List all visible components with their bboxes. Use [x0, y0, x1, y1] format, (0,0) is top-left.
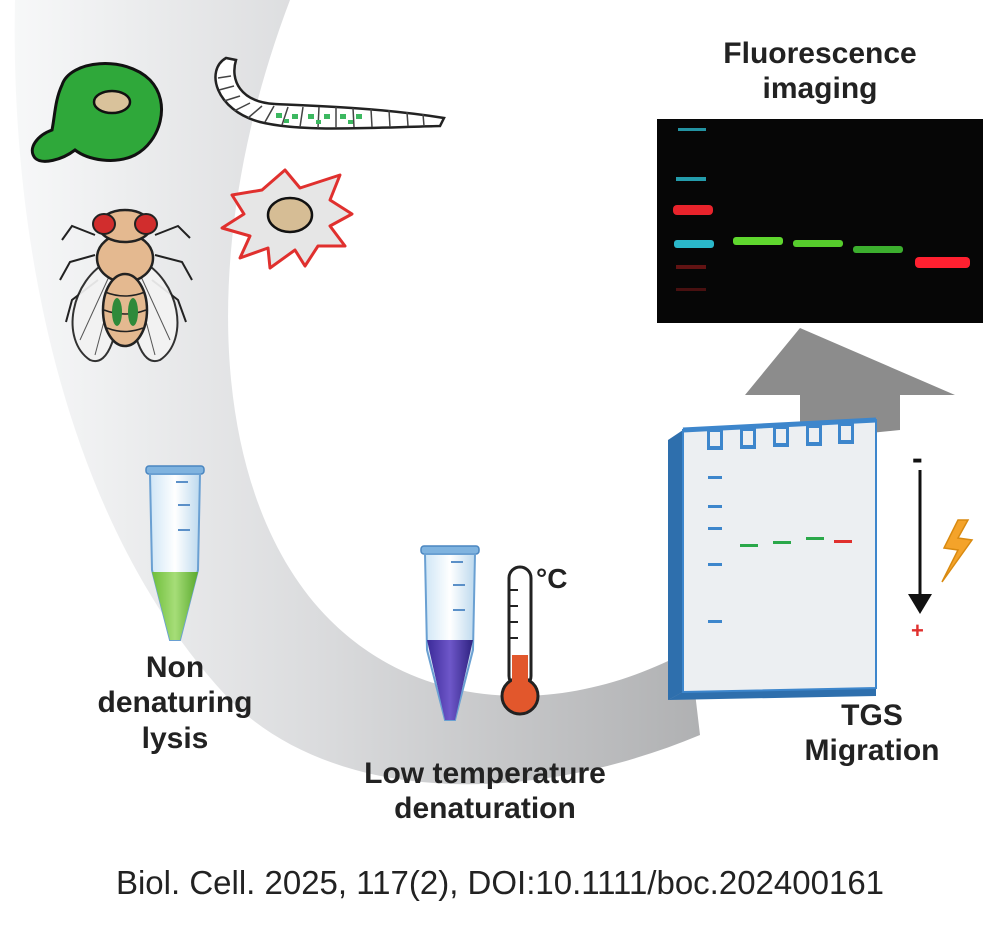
tube-green-icon [145, 465, 205, 641]
denaturation-label-line-1: Low temperature [364, 757, 606, 790]
migration-label: TGS Migration [772, 698, 972, 769]
lysis-label: Non denaturing lysis [70, 650, 280, 756]
imaging-label-line-1: Fluorescence [723, 37, 917, 70]
migration-label-line-2: Migration [804, 734, 940, 768]
up-arrow-icon [745, 328, 955, 440]
yeast-cell-icon [30, 62, 164, 163]
imaging-label-line-2: imaging [762, 72, 878, 106]
gel-slab-icon [668, 417, 877, 700]
imaging-label: Fluorescence imaging [680, 36, 960, 107]
tube-purple-icon [420, 545, 480, 721]
worm-icon [214, 56, 446, 130]
denaturation-label-line-2: denaturation [394, 792, 576, 826]
fluorescence-gel-image [657, 119, 983, 323]
migration-arrow-icon [908, 470, 932, 614]
thermometer-icon [500, 565, 540, 716]
citation: Biol. Cell. 2025, 117(2), DOI:10.1111/bo… [115, 864, 885, 901]
lysis-label-line-1: Non [145, 651, 205, 684]
lysis-label-line-3: lysis [141, 721, 209, 755]
migration-label-line-1: TGS [841, 699, 903, 732]
plus-sign: + [911, 618, 924, 643]
lysis-label-line-2: denaturing [97, 686, 253, 720]
mammalian-cell-icon [220, 168, 354, 270]
lightning-icon [941, 519, 974, 583]
fly-icon [59, 208, 193, 363]
celsius-label: °C [536, 563, 568, 594]
minus-sign: - [912, 440, 923, 476]
denaturation-label: Low temperature denaturation [320, 756, 650, 827]
